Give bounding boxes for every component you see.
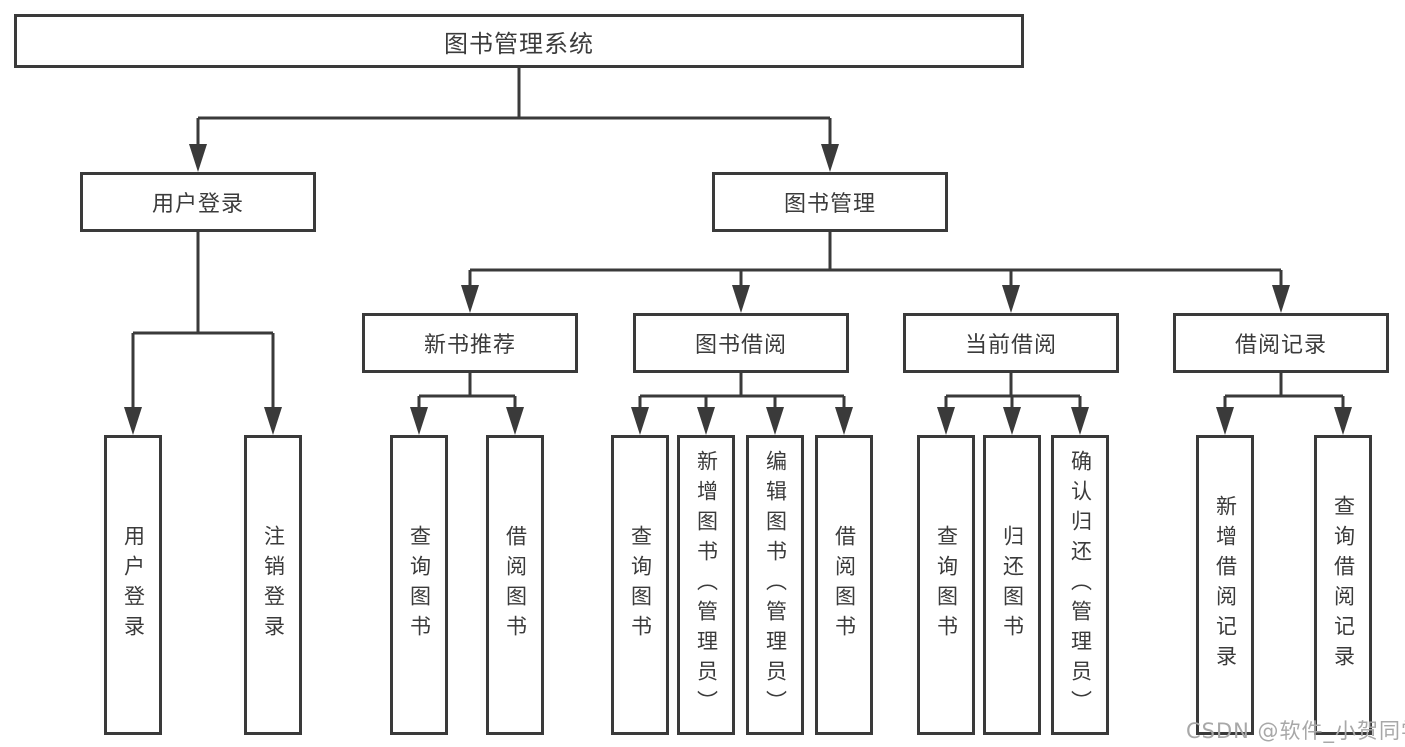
leaf-label: 归还图书: [1000, 525, 1025, 645]
leaf-borrow-books: 借阅图书: [815, 435, 873, 735]
node-label: 借阅记录: [1234, 333, 1327, 358]
node-book-management: 图书管理: [712, 172, 948, 232]
leaf-label: 新增借阅记录: [1213, 495, 1238, 675]
leaf-edit-books-admin: 编辑图书（管理员）: [746, 435, 804, 735]
leaf-label: 注销登录: [261, 525, 286, 645]
leaf-label: 查询借阅记录: [1331, 495, 1356, 675]
leaf-label: 用户登录: [121, 525, 146, 645]
node-user-login: 用户登录: [80, 172, 316, 232]
leaf-label: 新增图书（管理员）: [694, 450, 719, 720]
node-book-borrow: 图书借阅: [633, 313, 849, 373]
leaf-label: 查询图书: [934, 525, 959, 645]
node-label: 图书管理: [783, 192, 876, 217]
leaf-return-books: 归还图书: [983, 435, 1041, 735]
leaf-add-borrow-record: 新增借阅记录: [1196, 435, 1254, 735]
leaf-user-login: 用户登录: [104, 435, 162, 735]
leaf-label: 借阅图书: [503, 525, 528, 645]
leaf-label: 借阅图书: [832, 525, 857, 645]
leaf-add-books-admin: 新增图书（管理员）: [677, 435, 735, 735]
leaf-query-borrow-record: 查询借阅记录: [1314, 435, 1372, 735]
node-label: 图书借阅: [694, 333, 787, 358]
node-label: 用户登录: [151, 192, 244, 217]
leaf-label: 查询图书: [628, 525, 653, 645]
leaf-borrow-books-recommend: 借阅图书: [486, 435, 544, 735]
leaf-query-books-borrow: 查询图书: [611, 435, 669, 735]
leaf-query-books-current: 查询图书: [917, 435, 975, 735]
leaf-label: 编辑图书（管理员）: [763, 450, 788, 720]
leaf-label: 确认归还（管理员）: [1068, 450, 1093, 720]
arrowheads: [124, 144, 1352, 435]
leaf-logout: 注销登录: [244, 435, 302, 735]
node-borrow-record: 借阅记录: [1173, 313, 1389, 373]
node-current-borrow: 当前借阅: [903, 313, 1119, 373]
leaf-label: 查询图书: [407, 525, 432, 645]
node-library-management-system: 图书管理系统: [14, 14, 1024, 68]
csdn-watermark: CSDN @软件_小贺同学: [1186, 719, 1405, 743]
leaf-confirm-return-admin: 确认归还（管理员）: [1051, 435, 1109, 735]
node-label: 新书推荐: [423, 333, 516, 358]
leaf-query-books-recommend: 查询图书: [390, 435, 448, 735]
node-new-book-recommend: 新书推荐: [362, 313, 578, 373]
node-label: 图书管理系统: [444, 29, 594, 58]
node-label: 当前借阅: [964, 333, 1057, 358]
